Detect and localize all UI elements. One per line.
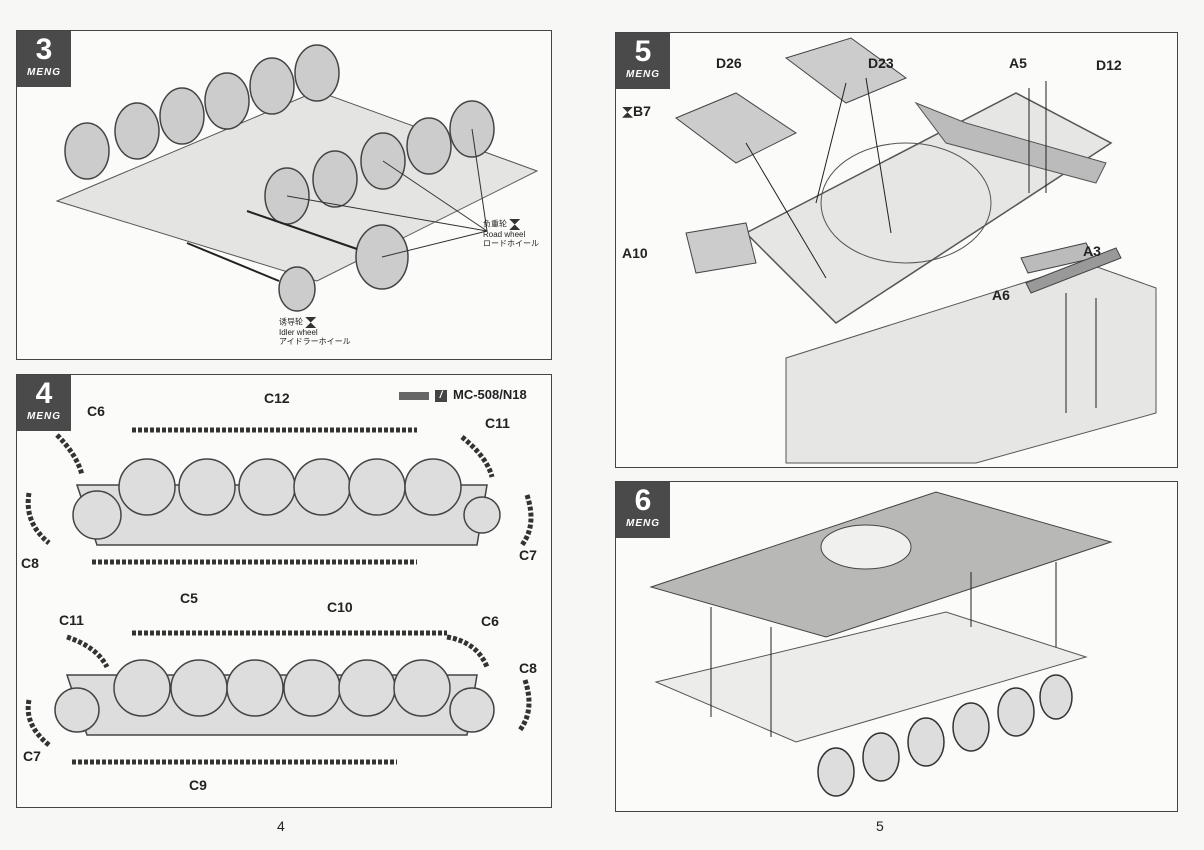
brand-logo: MENG (626, 69, 660, 80)
hull-wheels-illustration (55, 44, 539, 312)
road-wheel-en: Road wheel (483, 230, 526, 239)
page-number-right: 5 (876, 818, 884, 834)
sprue-x-icon (305, 317, 317, 328)
idler-wheel-label: 诱导轮 Idler wheel アイドラーホイール (279, 317, 351, 346)
part-label-c7: C7 (23, 748, 41, 764)
part-label-c8: C8 (21, 555, 39, 571)
part-label-a5: A5 (1009, 55, 1027, 71)
sprue-x-icon (509, 219, 521, 230)
sprue-x-icon (622, 106, 633, 118)
step-number: 5 (634, 35, 652, 68)
part-label-a10: A10 (622, 245, 648, 261)
part-label-c8: C8 (519, 660, 537, 676)
brush-icon: / (435, 389, 447, 402)
paint-callout: / MC-508/N18 (399, 387, 527, 402)
brand-logo: MENG (27, 67, 61, 78)
idler-wheel-en: Idler wheel (279, 328, 318, 337)
part-label-c7: C7 (519, 547, 537, 563)
part-label-d26: D26 (716, 55, 742, 71)
step-number: 3 (35, 33, 53, 66)
part-label-c9: C9 (189, 777, 207, 793)
idler-wheel-zh: 诱导轮 (279, 317, 303, 327)
part-label-c10: C10 (327, 599, 353, 615)
paint-code: MC-508/N18 (453, 387, 527, 402)
part-code: B7 (633, 103, 651, 119)
step-number: 4 (35, 377, 53, 410)
road-wheel-ja: ロードホイール (483, 239, 539, 248)
road-wheel-zh: 负重轮 (483, 219, 507, 229)
part-label-d12: D12 (1096, 57, 1122, 73)
brand-logo: MENG (626, 518, 660, 529)
hull-assembly-illustration (649, 491, 1113, 797)
part-label-c6: C6 (87, 403, 105, 419)
part-label-c6: C6 (481, 613, 499, 629)
paint-swatch (399, 391, 429, 400)
upper-hull-illustration (675, 37, 1157, 464)
part-label-c12: C12 (264, 390, 290, 406)
page-number-left: 4 (277, 818, 285, 834)
track-assembly-illustration (25, 427, 534, 765)
road-wheel-label: 负重轮 Road wheel ロードホイール (483, 219, 539, 248)
part-label-a6: A6 (992, 287, 1010, 303)
part-label-c5: C5 (180, 590, 198, 606)
brand-logo: MENG (27, 411, 61, 422)
step-number: 6 (634, 484, 652, 517)
idler-wheel-ja: アイドラーホイール (279, 337, 351, 346)
part-label-c11: C11 (485, 415, 510, 431)
part-label-a3: A3 (1083, 243, 1101, 259)
part-label-b7: B7 (622, 103, 651, 119)
part-label-c11: C11 (59, 612, 84, 628)
part-label-d23: D23 (868, 55, 894, 71)
